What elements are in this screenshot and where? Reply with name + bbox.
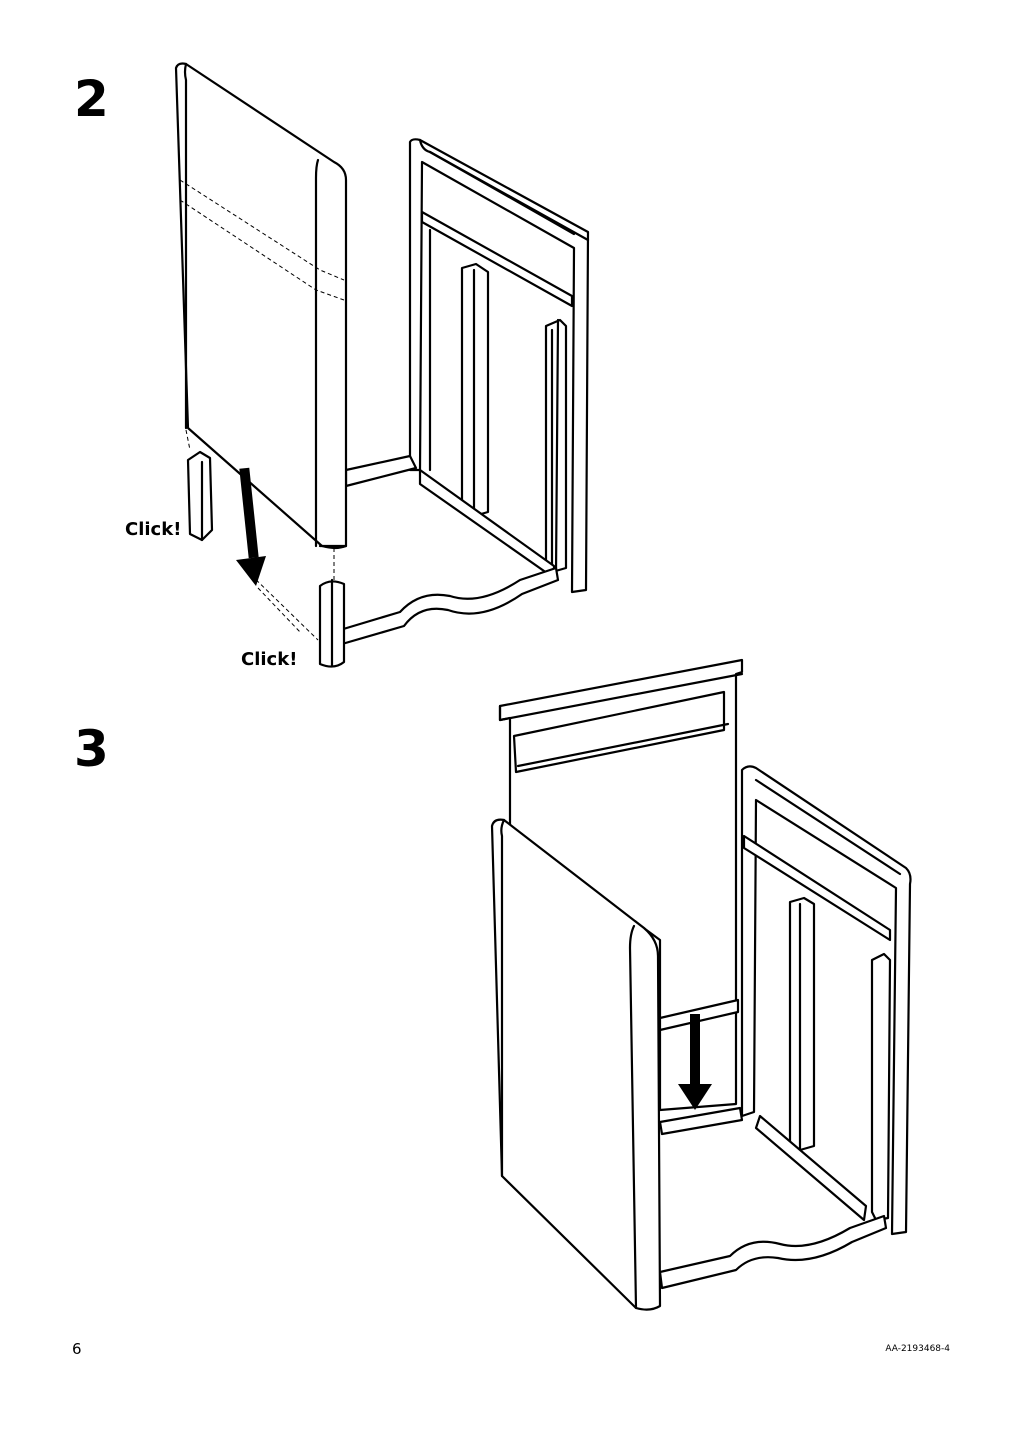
document-code: AA-2193468-4 [885, 1344, 950, 1354]
click-callout-left: Click! [125, 519, 182, 540]
side-panel [174, 62, 348, 550]
side-panel [490, 818, 662, 1311]
step-number-3: 3 [74, 720, 109, 778]
front-rail [658, 1214, 888, 1290]
click-callout-bottom: Click! [241, 649, 298, 670]
down-arrow-icon [678, 1014, 712, 1110]
front-rail [338, 566, 560, 646]
right-frame [740, 765, 912, 1236]
down-arrow-icon [236, 467, 266, 586]
step-number-2: 2 [74, 70, 109, 128]
page-number: 6 [72, 1340, 82, 1358]
